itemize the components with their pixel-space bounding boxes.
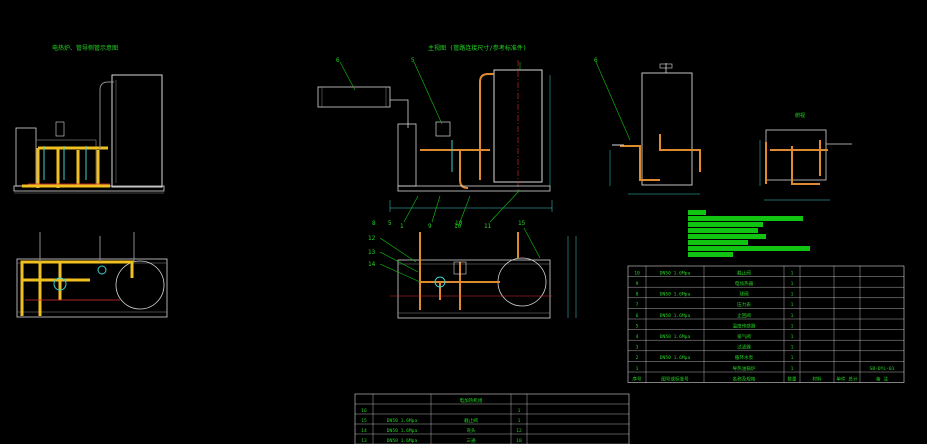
main-plan-view (390, 232, 577, 319)
table-header-cell: 序号 (632, 375, 642, 382)
balloon-main-bottom-4: 11 (484, 223, 492, 230)
technical-notes-block (688, 210, 810, 257)
right-side-view: 6 (594, 57, 701, 195)
main-view-title: 主视图 (管路连接尺寸/参考标准件) (428, 44, 526, 52)
table-header-cell: 图号或标准号 (661, 375, 689, 382)
table-header-cell: 单件 总计 (836, 375, 858, 382)
table-cell: 5 (636, 323, 639, 329)
table-cell: DN50 1.6Mpa (660, 292, 691, 298)
table-cell: 电加热器 (735, 280, 754, 287)
table-cell: 9 (636, 281, 639, 287)
main-view-leaders: 6 5 1 9 10 11 (336, 57, 521, 230)
table-cell: 过滤器 (737, 344, 751, 351)
table-cell: 1 (636, 366, 639, 372)
table-cell: SB-DYL-01 (870, 366, 895, 372)
table-cell: 10 (516, 438, 522, 444)
table-cell: 压力表 (737, 301, 751, 308)
table-cell: 1 (791, 281, 794, 287)
balloon-right-top-1: 6 (594, 57, 598, 64)
table-cell: 1 (791, 302, 794, 308)
balloon-main-bottom-2: 9 (428, 223, 432, 230)
table-header-cell: 备 注 (876, 375, 888, 382)
table-cell: 1 (518, 408, 521, 414)
table-cell: DN50 1.6Mpa (660, 313, 691, 319)
right-side-view-title: 俯视 (795, 112, 805, 119)
balloon-main-top-2: 5 (411, 57, 415, 64)
table-cell: DN50 1.6Mpa (660, 270, 691, 276)
table-cell: DN50 1.6Mpa (660, 334, 691, 340)
balloon-plan-left-2: 13 (368, 249, 376, 256)
table-cell: 13 (361, 438, 367, 444)
table-cell: 循环水泵 (735, 354, 754, 361)
table-cell: 12 (516, 428, 522, 434)
table-cell: 1 (791, 345, 794, 351)
table-header-cell: 名称及规格 (733, 375, 756, 382)
balloon-plan-left-1: 12 (368, 235, 376, 242)
left-view-title: 电热炉、管导侧管示意图 (52, 44, 118, 52)
table-cell: 4 (636, 334, 639, 340)
table-cell: DN50 1.6Mpa (660, 355, 691, 361)
left-elevation-view (13, 74, 165, 194)
table-cell: 15 (361, 418, 367, 424)
table-cell: 7 (636, 302, 639, 308)
balloon-plan-top-1: 8 (372, 220, 376, 227)
table-cell: 止回阀 (737, 312, 751, 319)
table-header-cell: 数量 (787, 375, 797, 382)
balloon-plan-top-3: 10 (455, 220, 463, 227)
balloon-plan-left-3: 14 (368, 261, 376, 268)
table-cell: 1 (518, 418, 521, 424)
table-cell: 16 (361, 408, 367, 414)
main-elevation-view (317, 60, 553, 212)
table-cell: DN50 1.6Mpa (387, 418, 418, 424)
table-cell: DN50 1.6Mpa (387, 438, 418, 444)
balloon-plan-top-4: 15 (518, 220, 526, 227)
balloon-main-bottom-1: 1 (400, 223, 404, 230)
table-cell: 三通 (466, 437, 476, 444)
table-cell: 温度传感器 (733, 322, 756, 329)
table-cell: DN50 1.6Mpa (387, 428, 418, 434)
table-cell: 截止阀 (464, 417, 478, 424)
table-cell: 1 (791, 313, 794, 319)
far-right-view (759, 129, 852, 201)
table-cell: 1 (791, 334, 794, 340)
table-cell: 排气阀 (737, 333, 751, 340)
plan-view-leaders: 8 5 10 15 12 13 14 (368, 220, 541, 283)
table-cell: 1 (791, 366, 794, 372)
table-cell: 8 (636, 292, 639, 298)
table-cell: 1 (791, 355, 794, 361)
table-cell: 球阀 (739, 291, 749, 298)
table-header-cell: 材料 (812, 375, 822, 382)
table-cell: 截止阀 (737, 269, 751, 276)
left-plan-view (16, 232, 168, 318)
table-cell: 1 (791, 323, 794, 329)
table-cell: 14 (361, 428, 367, 434)
table-cell: 6 (636, 313, 639, 319)
table-cell: 1 (791, 270, 794, 276)
bottom-table-title: 电加热机组 (460, 397, 483, 404)
table-cell: 1 (791, 292, 794, 298)
table-cell: 导热油锅炉 (733, 365, 756, 372)
balloon-main-bottom-3: 10 (454, 223, 462, 230)
table-cell: 2 (636, 355, 639, 361)
table-cell: 3 (636, 345, 639, 351)
balloon-plan-top-2: 5 (388, 220, 392, 227)
table-cell: 弯头 (466, 427, 476, 434)
table-border (627, 265, 905, 383)
balloon-main-top-1: 6 (336, 57, 340, 64)
table-cell: 10 (634, 270, 640, 276)
